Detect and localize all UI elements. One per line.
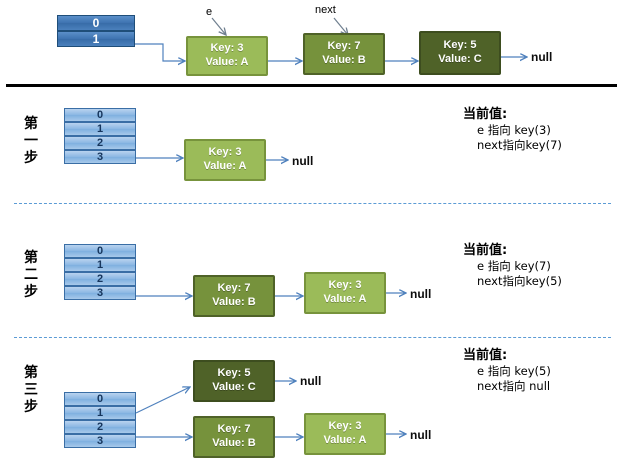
step-1-bucket-cell-1[interactable]: 1 (64, 122, 136, 136)
step-3-label: 第 三 步 (22, 365, 40, 416)
node-value-text: Value: B (322, 54, 366, 66)
step-label-char: 第 (24, 250, 38, 266)
node-key-text: Key: 7 (327, 40, 361, 53)
note-title: 当前值: (463, 107, 508, 122)
node-key-text: Key: 3 (208, 146, 242, 159)
step-2-bucket-cell-0[interactable]: 0 (64, 244, 136, 258)
step-label-char: 三 (24, 382, 38, 399)
node-value-text: Value: B (212, 296, 256, 308)
step-label-char: 二 (24, 267, 38, 284)
note-line: e 指向 key(3) (477, 122, 551, 137)
node-value-text: Value: A (203, 160, 247, 172)
note-line: next指向 null (477, 378, 551, 393)
step-label-char: 第 (24, 116, 38, 132)
section-divider-solid (6, 84, 617, 87)
step-3-node-key7[interactable]: Key: 7 Value: B (193, 416, 275, 458)
note-line: e 指向 key(7) (477, 258, 551, 273)
node-value-text: Value: B (212, 437, 256, 449)
node-key-text: Key: 3 (210, 42, 244, 55)
step-label-char: 步 (24, 284, 38, 301)
node-key-text: Key: 3 (328, 279, 362, 292)
node-key-text: Key: 5 (443, 39, 477, 52)
node-value-text: Value: C (438, 53, 482, 65)
step-label-char: 一 (24, 133, 38, 150)
node-value-text: Value: A (205, 56, 249, 68)
step-3-null-label-top: null (300, 374, 322, 388)
note-title: 当前值: (463, 348, 508, 363)
step-3-note: 当前值: e 指向 key(5) next指向 null (463, 348, 551, 393)
top-null-label: null (531, 50, 553, 64)
node-key-text: Key: 5 (217, 367, 251, 380)
top-bucket-cell-1[interactable]: 1 (57, 31, 135, 47)
node-value-text: Value: A (323, 434, 367, 446)
step-2-node-key7[interactable]: Key: 7 Value: B (193, 275, 275, 317)
step-1-bucket-cell-0[interactable]: 0 (64, 108, 136, 122)
step-2-bucket-cell-1[interactable]: 1 (64, 258, 136, 272)
node-value-text: Value: A (323, 293, 367, 305)
top-bucket-cell-0[interactable]: 0 (57, 15, 135, 31)
pointer-label-next: next (315, 4, 336, 16)
step-1-note: 当前值: e 指向 key(3) next指向key(7) (463, 107, 562, 152)
step-label-char: 步 (24, 150, 38, 167)
step-2-bucket-cell-3[interactable]: 3 (64, 286, 136, 300)
pointer-label-e: e (206, 6, 213, 18)
step-label-char: 步 (24, 399, 38, 416)
step-1-label: 第 一 步 (22, 116, 40, 167)
node-key-text: Key: 3 (328, 420, 362, 433)
note-line: next指向key(7) (477, 137, 562, 152)
top-node-key7[interactable]: Key: 7 Value: B (303, 33, 385, 75)
step-3-bucket-cell-1[interactable]: 1 (64, 406, 136, 420)
step-1-null-label: null (292, 154, 314, 168)
node-value-text: Value: C (212, 381, 256, 393)
step-1-node-key3[interactable]: Key: 3 Value: A (184, 139, 266, 181)
node-key-text: Key: 7 (217, 282, 251, 295)
section-divider-dashed (14, 203, 611, 204)
note-title: 当前值: (463, 243, 508, 258)
step-2-label: 第 二 步 (22, 250, 40, 301)
step-3-node-key3[interactable]: Key: 3 Value: A (304, 413, 386, 455)
top-node-key3[interactable]: Key: 3 Value: A (186, 36, 268, 76)
node-key-text: Key: 7 (217, 423, 251, 436)
step-2-bucket-cell-2[interactable]: 2 (64, 272, 136, 286)
section-divider-dashed (14, 337, 611, 338)
step-label-char: 第 (24, 365, 38, 381)
step-3-bucket-cell-3[interactable]: 3 (64, 434, 136, 448)
step-1-bucket-cell-3[interactable]: 3 (64, 150, 136, 164)
step-1-bucket-cell-2[interactable]: 2 (64, 136, 136, 150)
step-2-note: 当前值: e 指向 key(7) next指向key(5) (463, 243, 562, 288)
note-line: next指向key(5) (477, 273, 562, 288)
step-3-null-label-bottom: null (410, 428, 432, 442)
step-3-bucket-cell-2[interactable]: 2 (64, 420, 136, 434)
step-3-bucket-cell-0[interactable]: 0 (64, 392, 136, 406)
note-line: e 指向 key(5) (477, 363, 551, 378)
step-2-null-label: null (410, 287, 432, 301)
step-3-node-key5[interactable]: Key: 5 Value: C (193, 360, 275, 402)
step-2-node-key3[interactable]: Key: 3 Value: A (304, 272, 386, 314)
top-node-key5[interactable]: Key: 5 Value: C (419, 31, 501, 75)
